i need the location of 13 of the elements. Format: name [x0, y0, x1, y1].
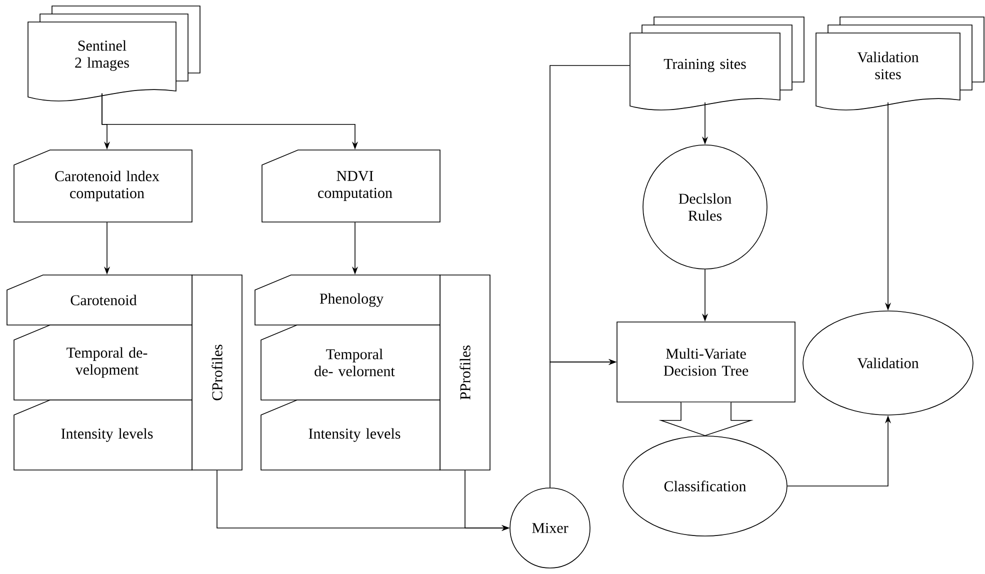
block-arrow	[658, 402, 754, 436]
profile-row: Intensity levels	[14, 400, 192, 470]
profile-row: Temporal de- velornent	[260, 324, 440, 400]
profile-row: Intensity levels	[260, 400, 440, 470]
process-card: Carotenoid lndex computation	[14, 150, 192, 222]
profile-row: Carotenoid	[6, 274, 192, 326]
profile-row: Phenology	[254, 274, 440, 326]
process-box: Multi-Variate Decision Tree	[616, 322, 796, 402]
document-stack: Sentinel 2 lmages	[28, 6, 200, 102]
document-stack: Validation sites	[816, 16, 984, 110]
process-card: NDVI computation	[262, 150, 440, 222]
document-stack: Training sites	[630, 16, 804, 110]
profile-row: Temporal de- velopment	[14, 324, 192, 400]
